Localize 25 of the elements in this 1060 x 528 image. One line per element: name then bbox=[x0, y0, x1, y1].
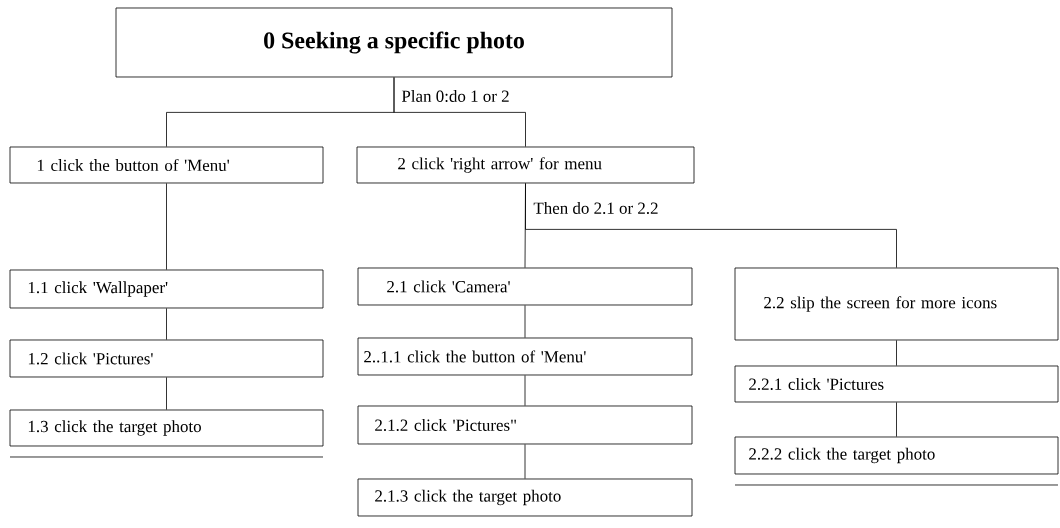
connector-line bbox=[896, 340, 897, 366]
connector-line bbox=[393, 77, 526, 147]
task-box: 2.1.2 click 'Pictures" bbox=[357, 405, 693, 445]
connector-line bbox=[166, 308, 167, 340]
connector-line bbox=[896, 402, 897, 437]
title-box: 0 Seeking a specific photo bbox=[115, 7, 673, 78]
connector-line bbox=[166, 183, 167, 270]
task-box: 2 click 'right arrow' for menu bbox=[356, 146, 695, 184]
task-box: 2.2.2 click the target photo bbox=[734, 436, 1059, 475]
task-box: 1.1 click 'Wallpaper' bbox=[9, 269, 324, 309]
plan-text: Plan 0:do 1 or 2 bbox=[401, 90, 509, 102]
task-box: 2..1.1 click the button of 'Menu' bbox=[357, 337, 693, 376]
task-box: 2.2 slip the screen for more icons bbox=[734, 267, 1059, 341]
connector-line bbox=[524, 375, 526, 406]
task-box: 1.3 click the target photo bbox=[9, 409, 324, 447]
connector-line bbox=[166, 377, 167, 410]
task-box: 2.2.1 click 'Pictures bbox=[734, 365, 1059, 403]
task-box: 2.1.3 click the target photo bbox=[357, 478, 693, 517]
connector-line bbox=[524, 305, 526, 338]
task-box: 2.1 click 'Camera' bbox=[357, 267, 693, 306]
connector-line bbox=[525, 183, 897, 268]
connector-line bbox=[524, 444, 526, 479]
task-box: 1.2 click 'Pictures' bbox=[9, 339, 324, 378]
plan-text: Then do 2.1 or 2.2 bbox=[533, 202, 658, 214]
task-box: 1 click the button of 'Menu' bbox=[9, 146, 324, 184]
